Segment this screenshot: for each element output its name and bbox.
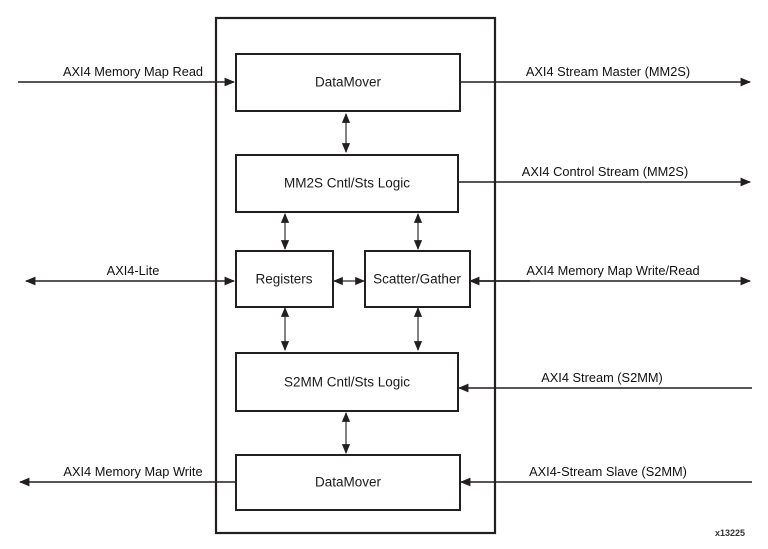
block-registers[interactable] — [235, 250, 334, 308]
signal-label-axi4-memory-map-write: AXI4 Memory Map Write — [63, 464, 202, 479]
signal-label-axi4-memory-map-write-read: AXI4 Memory Map Write/Read — [526, 263, 699, 278]
block-datamover-mm2s-label: DataMover — [315, 75, 382, 90]
block-scatter-gather-label: Scatter/Gather — [373, 272, 461, 287]
figure-id-label: x13225 — [715, 528, 745, 538]
block-datamover-mm2s[interactable] — [235, 53, 461, 112]
signal-label-axi4-stream-slave-s2mm: AXI4-Stream Slave (S2MM) — [529, 464, 687, 479]
block-s2mm-cntl-sts-logic[interactable] — [235, 352, 459, 412]
signal-label-axi4-lite: AXI4-Lite — [107, 263, 160, 278]
block-s2mm-cntl-sts-logic-label: S2MM Cntl/Sts Logic — [284, 375, 410, 390]
block-scatter-gather[interactable] — [364, 250, 471, 308]
block-registers-label: Registers — [255, 272, 312, 287]
signal-label-axi4-memory-map-read: AXI4 Memory Map Read — [63, 64, 203, 79]
signal-label-axi4-stream-s2mm: AXI4 Stream (S2MM) — [541, 370, 663, 385]
block-datamover-s2mm[interactable] — [235, 454, 461, 511]
block-datamover-s2mm-label: DataMover — [315, 475, 382, 490]
signal-label-axi4-stream-master-mm2s: AXI4 Stream Master (MM2S) — [526, 64, 690, 79]
block-mm2s-cntl-sts-logic-label: MM2S Cntl/Sts Logic — [284, 176, 410, 191]
block-mm2s-cntl-sts-logic[interactable] — [235, 154, 459, 213]
signal-label-axi4-control-stream-mm2s: AXI4 Control Stream (MM2S) — [522, 164, 688, 179]
